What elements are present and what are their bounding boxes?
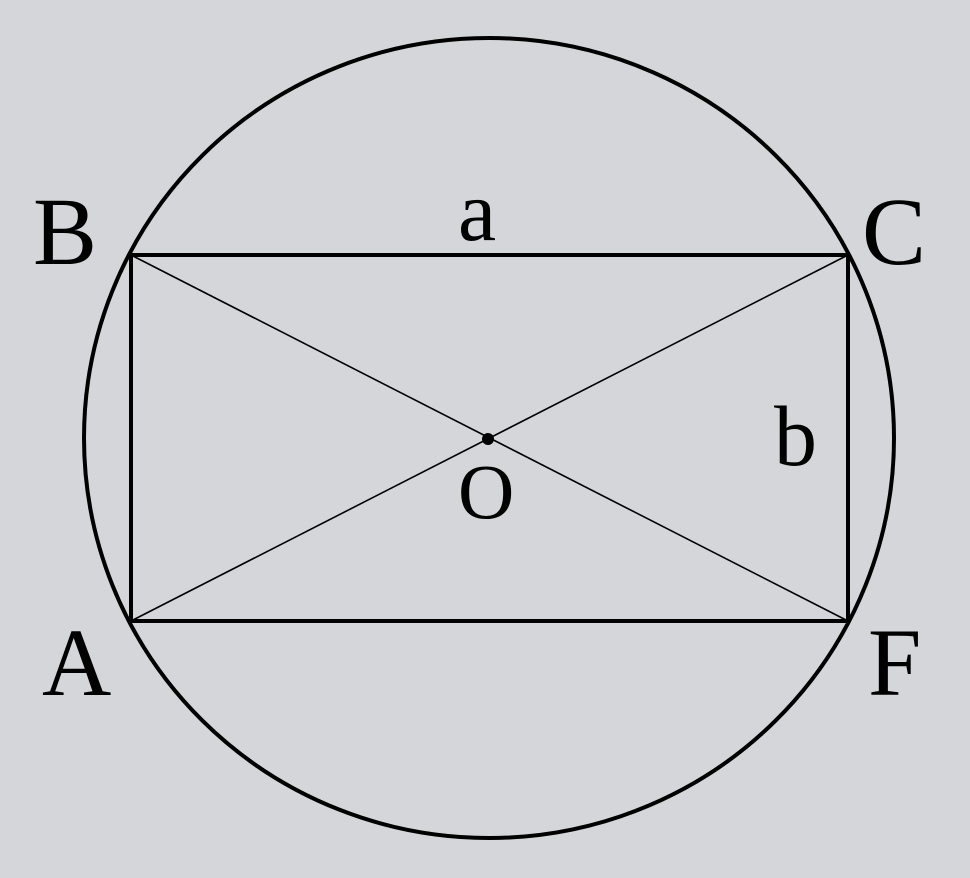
circumscribed-circle [82,36,896,840]
vertex-label-b: B [33,178,97,285]
center-label: O [458,448,514,535]
side-label-a: a [458,163,496,259]
center-point [482,433,494,445]
vertex-label-f: F [868,609,921,716]
vertex-label-a: A [42,609,111,716]
vertex-label-c: C [862,178,926,285]
side-label-b: b [774,388,817,484]
